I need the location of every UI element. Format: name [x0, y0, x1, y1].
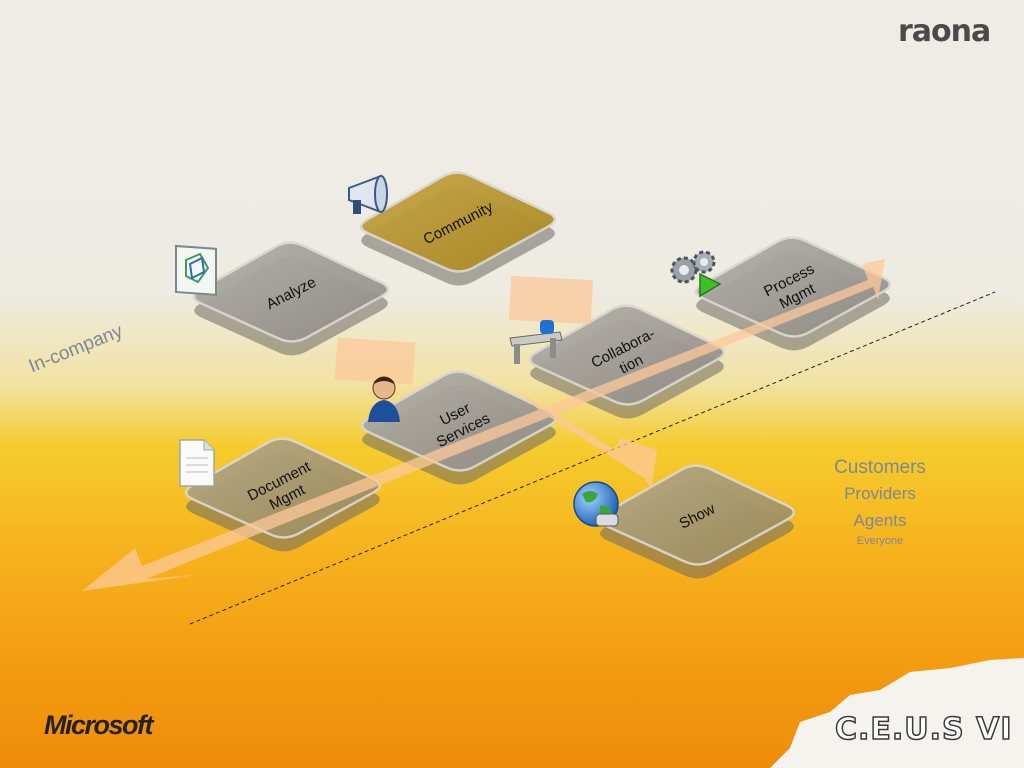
microsoft-logo: Microsoft	[44, 710, 154, 740]
desk-user-icon	[509, 320, 563, 364]
torn-paper-corner	[770, 658, 1024, 768]
tile-process: ProcessMgmt	[694, 236, 892, 351]
chart-frame-icon	[175, 244, 217, 296]
tile-show: Show	[598, 464, 796, 579]
tile-process-face	[694, 236, 892, 338]
company-boundary-line	[189, 291, 996, 625]
flow-arrows	[82, 259, 885, 591]
callout-box-user-services	[334, 337, 416, 385]
gears-play-icon	[670, 250, 722, 298]
document-icon	[179, 439, 215, 487]
globe-icon	[573, 481, 619, 527]
ceus-logo: C.E.U.S VI	[834, 711, 1013, 748]
raona-logo: raona	[898, 14, 991, 49]
external-label-providers: Providers	[844, 484, 916, 503]
external-label-agents: Agents	[853, 511, 907, 530]
tile-community: Community	[359, 171, 557, 286]
tile-document: DocumentMgmt	[184, 437, 382, 552]
tile-collaboration: Collabora-tion	[528, 304, 726, 419]
show-branch-arrow	[520, 392, 657, 488]
tile-community-face	[359, 171, 557, 273]
tile-analyze: Analyze	[192, 241, 390, 356]
external-label-customers: Customers	[834, 457, 926, 478]
megaphone-icon	[348, 174, 388, 214]
external-audience-list: Customers Providers Agents Everyone	[800, 455, 960, 548]
callout-box-collaboration	[508, 275, 594, 325]
external-label-everyone: Everyone	[856, 535, 904, 547]
tile-user-services: UserServices	[360, 370, 558, 485]
user-icon	[368, 376, 400, 422]
